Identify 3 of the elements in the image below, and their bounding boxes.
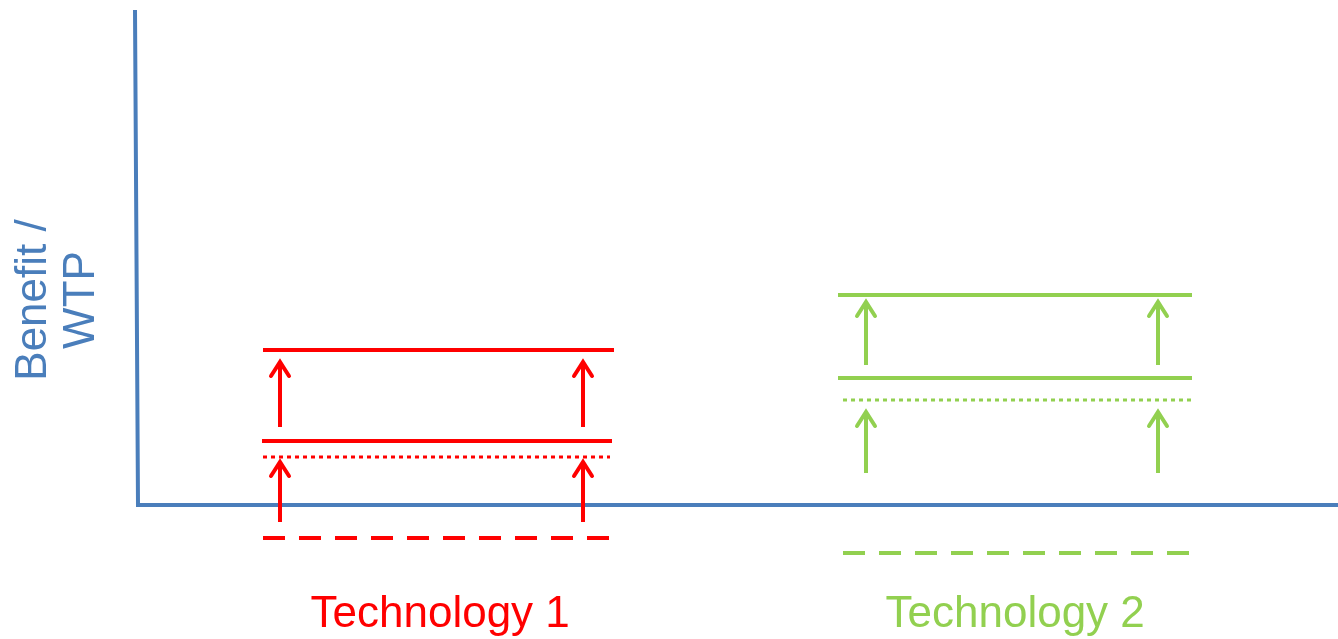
category-label: Technology 1 xyxy=(310,590,570,634)
axis-title: Benefit / WTP xyxy=(7,218,103,383)
category-label: Technology 2 xyxy=(885,590,1145,634)
